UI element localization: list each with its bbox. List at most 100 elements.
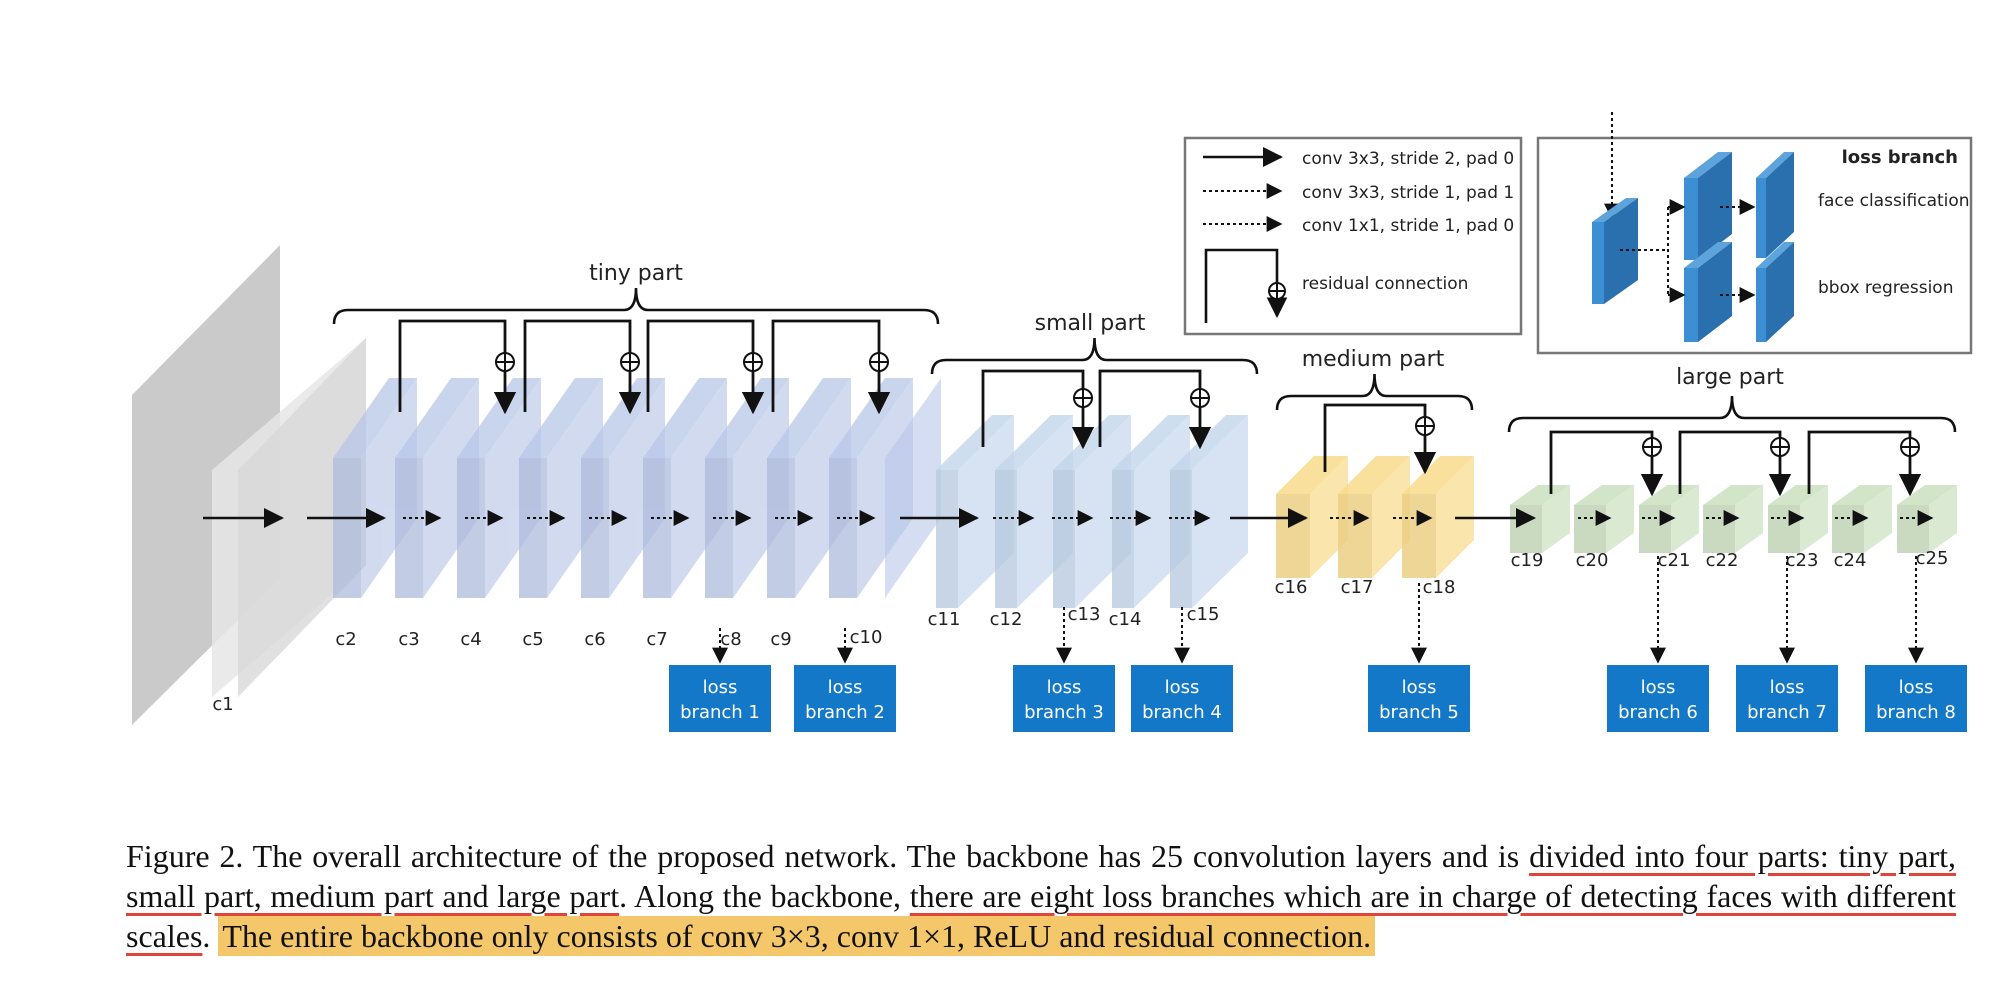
loss-branch-1: loss branch 1	[669, 628, 771, 732]
caption-text-2: . Along the backbone,	[619, 878, 910, 914]
layer-slab-c24	[1832, 485, 1892, 553]
layer-label-c3: c3	[398, 629, 419, 650]
loss-label-5-line1: loss	[1402, 677, 1437, 698]
residual-5	[981, 369, 1095, 450]
layer-slab-c2	[333, 378, 417, 598]
panel-label-face: face classification	[1818, 191, 1970, 211]
layer-label-c11: c11	[928, 609, 961, 630]
layer-label-c9: c9	[770, 629, 791, 650]
brace-tiny	[332, 287, 940, 325]
loss-label-5-line2: branch 5	[1379, 702, 1459, 723]
layer-label-c22: c22	[1706, 550, 1739, 571]
layer-slab-c23	[1768, 485, 1828, 553]
layer-label-c13: c13	[1068, 604, 1101, 625]
loss-box-6	[1607, 665, 1709, 732]
layer-label-c19: c19	[1511, 550, 1544, 571]
layer-slab-c7	[643, 378, 727, 598]
loss-label-7-line2: branch 7	[1747, 702, 1827, 723]
legend-text-conv-s2: conv 3x3, stride 2, pad 0	[1302, 149, 1514, 169]
loss-label-1-line2: branch 1	[680, 702, 760, 723]
loss-box-5	[1368, 665, 1470, 732]
panel-block-bottom	[1684, 242, 1732, 342]
residual-2	[523, 319, 642, 415]
loss-label-3-line1: loss	[1047, 677, 1082, 698]
legend-box: conv 3x3, stride 2, pad 0 conv 3x3, strid…	[1183, 136, 1523, 336]
brace-large	[1507, 395, 1957, 433]
residual-10	[1807, 430, 1922, 497]
layer-slab-c4	[457, 378, 541, 598]
layer-label-c6: c6	[584, 629, 605, 650]
layer-label-c20: c20	[1576, 550, 1609, 571]
brace-medium	[1275, 373, 1474, 411]
layer-label-c17: c17	[1341, 577, 1374, 598]
loss-label-4-line2: branch 4	[1142, 702, 1222, 723]
caption-text-3: .	[202, 918, 219, 954]
loss-label-1-line1: loss	[703, 677, 738, 698]
loss-label-6-line1: loss	[1641, 677, 1676, 698]
loss-box-4	[1131, 665, 1233, 732]
loss-branch-7: loss branch 7	[1736, 556, 1838, 732]
loss-box-8	[1865, 665, 1967, 732]
residual-4	[771, 319, 891, 415]
part-label-small: small part	[1035, 311, 1146, 336]
part-label-medium: medium part	[1302, 347, 1445, 372]
layer-label-c2: c2	[335, 629, 356, 650]
layer-label-c12: c12	[990, 609, 1023, 630]
loss-branches: loss branch 1 loss branch 2 loss branch 3 loss…	[669, 556, 1967, 732]
loss-label-2-line1: loss	[828, 677, 863, 698]
layer-label-c21: c21	[1658, 550, 1691, 571]
loss-label-7-line1: loss	[1770, 677, 1805, 698]
loss-label-4-line1: loss	[1165, 677, 1200, 698]
layer-slab-c6	[581, 378, 665, 598]
loss-label-2-line2: branch 2	[805, 702, 885, 723]
layer-label-c18: c18	[1423, 577, 1456, 598]
residual-8	[1549, 430, 1664, 497]
layer-label-c23: c23	[1786, 550, 1819, 571]
panel-block-top	[1684, 152, 1732, 260]
loss-label-3-line2: branch 3	[1024, 702, 1104, 723]
panel-out-bbox	[1756, 242, 1794, 342]
loss-branch-8: loss branch 8	[1865, 556, 1967, 732]
loss-label-8-line1: loss	[1899, 677, 1934, 698]
residual-3	[646, 319, 765, 415]
caption-underline-branches: there are eight loss branches which are …	[126, 878, 1957, 954]
legend-frame	[1183, 136, 1523, 336]
residual-6	[1098, 369, 1212, 450]
layer-label-c4: c4	[460, 629, 481, 650]
layer-label-c14: c14	[1109, 609, 1142, 630]
layer-slab-c17	[1338, 456, 1410, 578]
loss-label-8-line2: branch 8	[1876, 702, 1956, 723]
residual-connections	[398, 319, 1922, 497]
residual-1	[398, 319, 517, 415]
legend-text-residual: residual connection	[1302, 274, 1468, 294]
residual-9	[1678, 430, 1792, 497]
loss-box-3	[1013, 665, 1115, 732]
legend-text-conv-3x3: conv 3x3, stride 1, pad 1	[1302, 183, 1514, 203]
loss-branch-5: loss branch 5	[1368, 583, 1470, 732]
loss-branch-6: loss branch 6	[1607, 556, 1709, 732]
layer-label-c7: c7	[646, 629, 667, 650]
layer-label-c10: c10	[850, 627, 883, 648]
loss-box-1	[669, 665, 771, 732]
loss-box-7	[1736, 665, 1838, 732]
layer-slab-c8	[705, 378, 789, 598]
layer-blocks	[132, 245, 1957, 725]
figure-caption: Figure 2. The overall architecture of th…	[126, 836, 1956, 956]
loss-branch-4: loss branch 4	[1131, 607, 1233, 732]
brace-small	[930, 337, 1259, 375]
layer-label-c16: c16	[1275, 577, 1308, 598]
layer-slab-c3	[395, 378, 479, 598]
layer-slab-c5	[519, 378, 603, 598]
caption-text-1: Figure 2. The overall architecture of th…	[126, 838, 1530, 874]
layer-slab-tiny-end	[885, 378, 941, 598]
residual-7	[1323, 403, 1437, 475]
loss-branch-2: loss branch 2	[794, 628, 896, 732]
layer-label-c5: c5	[522, 629, 543, 650]
caption-underline-parts: divided into four parts: tiny part, smal…	[126, 838, 1957, 914]
layer-slab-c9	[767, 378, 851, 598]
loss-label-6-line2: branch 6	[1618, 702, 1698, 723]
